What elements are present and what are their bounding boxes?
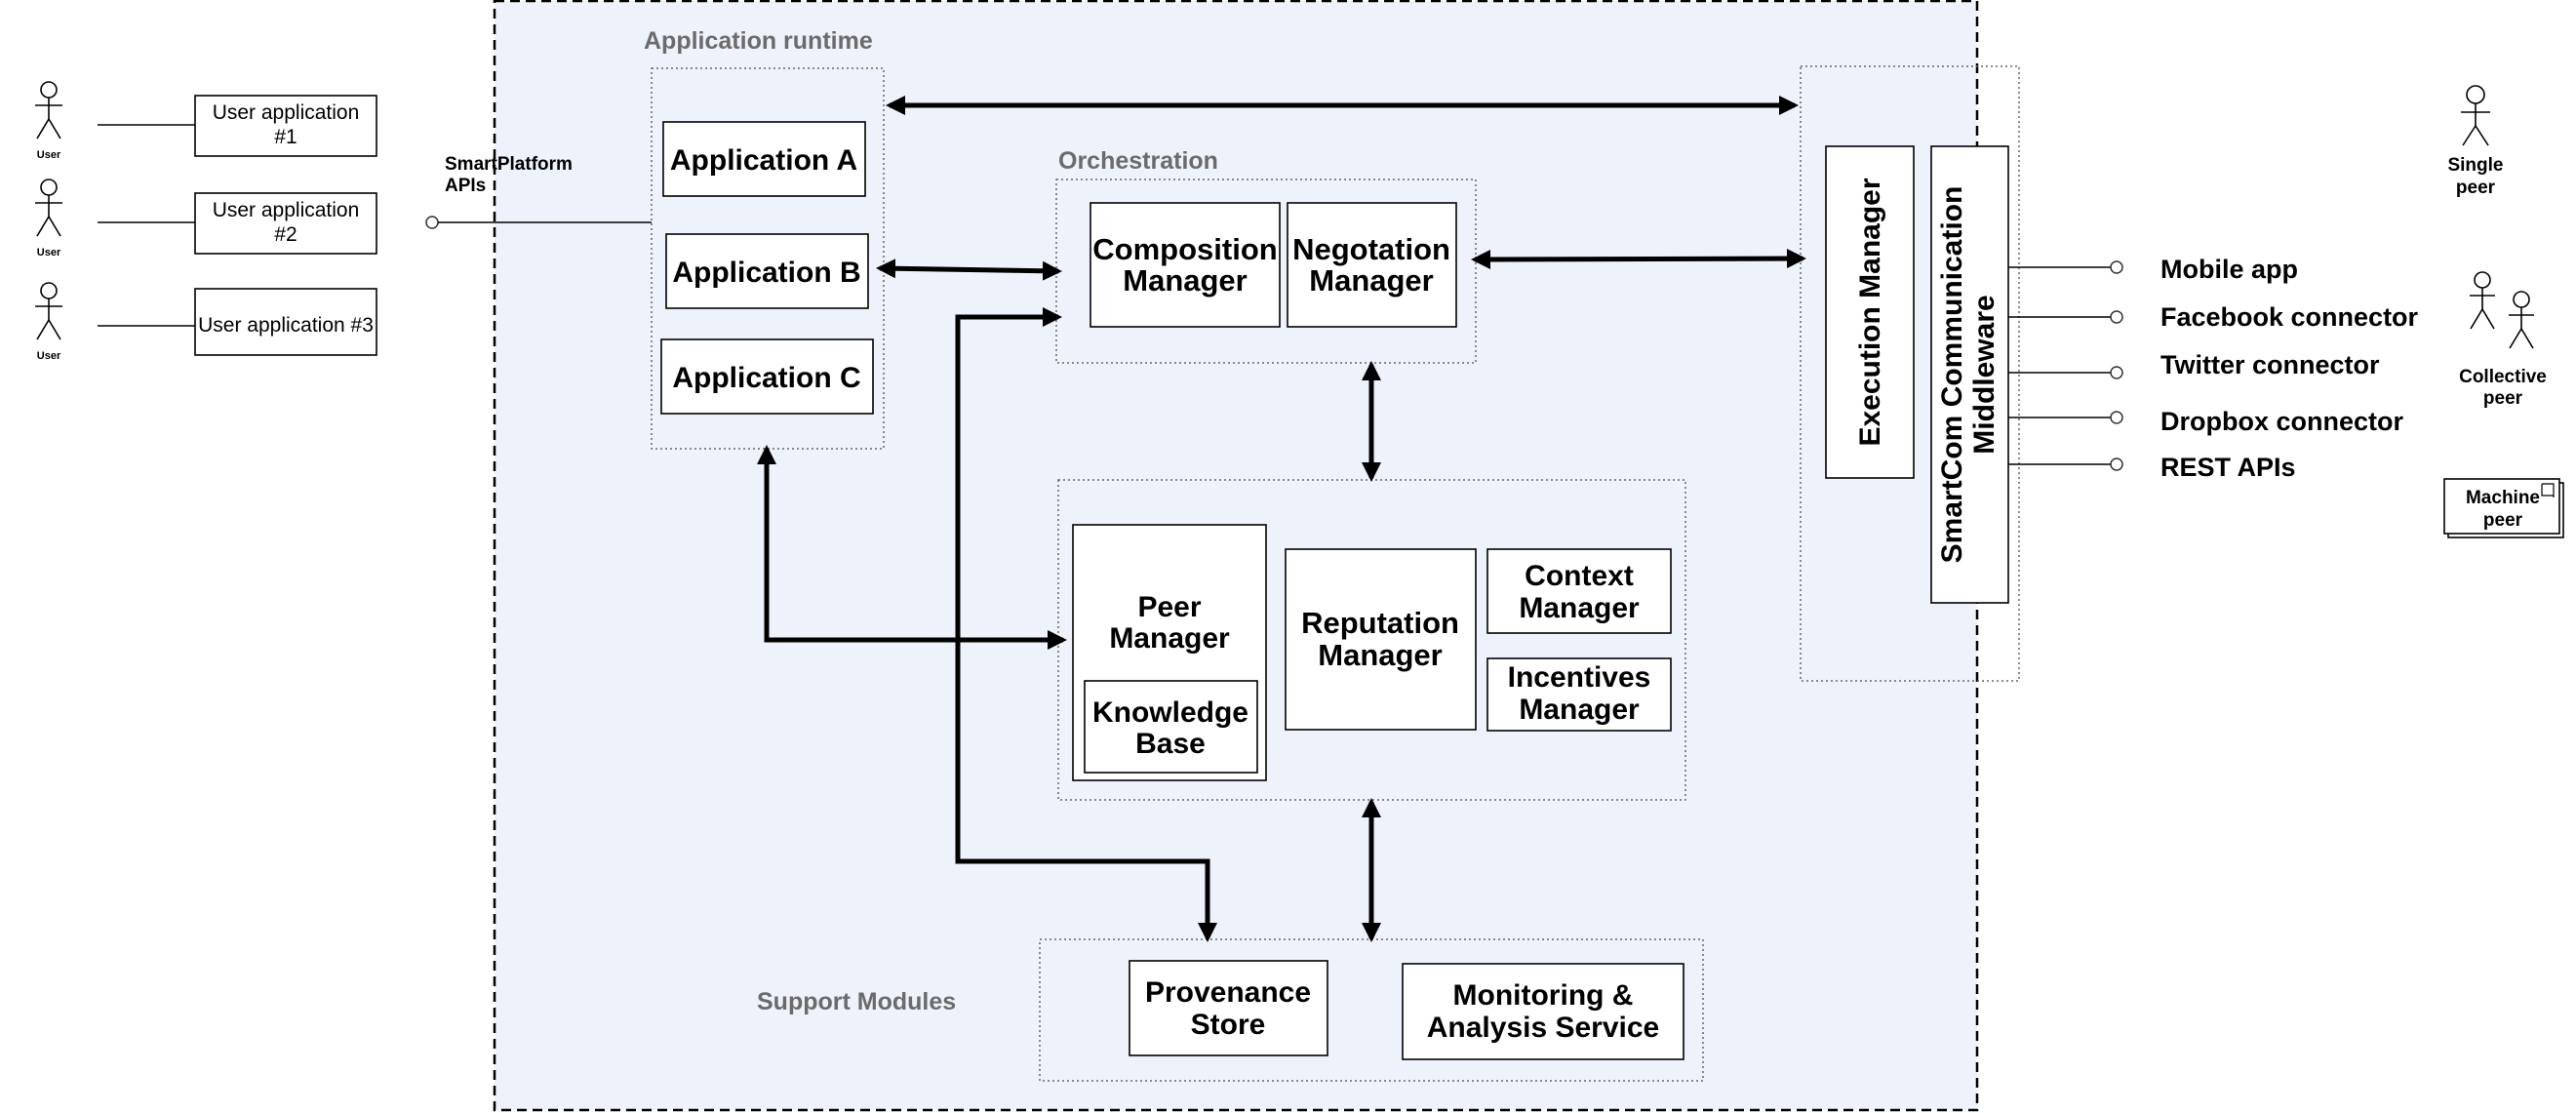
user-icon [35, 282, 62, 340]
single-peer-line1: Single [2447, 155, 2503, 176]
negotation-manager-line2: Manager [1309, 263, 1433, 298]
incentives-manager-line2: Manager [1519, 694, 1640, 726]
orchestration-title: Orchestration [1058, 147, 1218, 175]
monitoring-analysis-box [1402, 963, 1684, 1060]
api-port-icon [425, 216, 439, 229]
single-peer-line2: peer [2456, 178, 2496, 198]
port-icon [2110, 457, 2123, 471]
connector-label: REST APIs [2160, 453, 2296, 482]
monitoring-analysis-line1: Monitoring & [1453, 979, 1634, 1012]
provenance-store-box [1129, 960, 1328, 1056]
connector-rest-apis: REST APIs [2008, 453, 2296, 482]
reputation-manager-box [1285, 548, 1477, 731]
user-icon [35, 179, 62, 237]
machine-peer-line1: Machine [2466, 488, 2540, 508]
port-icon [2110, 411, 2123, 424]
provenance-store-line1: Provenance [1145, 976, 1311, 1009]
collective-peer-line1: Collective [2459, 367, 2547, 387]
middleware-group [1800, 65, 2020, 682]
arrow-runtime-peermanager [757, 445, 1067, 650]
negotation-manager-line1: Negotation [1292, 232, 1450, 266]
arrow-appb-composition [876, 258, 1062, 281]
user-application-1-line1: User application [213, 101, 360, 124]
execution-manager-box [1825, 145, 1915, 479]
application-a-label: Application A [670, 144, 857, 177]
arrow-composition-provenance [955, 307, 1217, 942]
arrow-negotation-middleware [1471, 249, 1806, 269]
port-icon [2110, 366, 2123, 379]
smartcom-middleware-line1: SmartCom Communication [1936, 186, 1968, 564]
knowledge-base-line2: Base [1135, 728, 1206, 760]
context-manager-line2: Manager [1519, 592, 1640, 624]
single-peer-icon [2461, 85, 2490, 146]
connector-facebook: Facebook connector [2008, 302, 2419, 332]
peer-manager-line2: Manager [1109, 622, 1230, 655]
incentives-manager-line1: Incentives [1508, 661, 1651, 694]
execution-manager-label: Execution Manager [1854, 178, 1886, 446]
reputation-manager-line2: Manager [1318, 638, 1442, 672]
knowledge-base-line1: Knowledge [1092, 696, 1248, 729]
connector-dropbox: Dropbox connector [2008, 407, 2404, 436]
connector-label: Mobile app [2160, 255, 2298, 284]
composition-manager-box [1090, 202, 1281, 328]
connector-label: Twitter connector [2160, 350, 2380, 379]
user-label: User [37, 247, 61, 258]
user-application-3-line1: User application #3 [198, 314, 374, 337]
application-b-label: Application B [672, 257, 860, 289]
user-row-1: User User application #1 [35, 81, 377, 161]
peer-manager-line1: Peer [1137, 591, 1201, 623]
support-modules-title: Support Modules [757, 988, 956, 1015]
user-application-3-box [194, 288, 377, 356]
port-icon [2110, 310, 2123, 324]
connector-twitter: Twitter connector [2008, 350, 2380, 379]
application-c-box [660, 338, 874, 415]
incentives-manager-box [1486, 657, 1672, 732]
application-a-box [662, 121, 866, 197]
apis-label-line2: APIs [445, 176, 486, 196]
application-b-box [665, 233, 869, 309]
apis-label-line1: SmartPlatform [445, 154, 573, 175]
user-label: User [37, 149, 61, 161]
reputation-manager-line1: Reputation [1301, 606, 1459, 640]
monitoring-analysis-line2: Analysis Service [1427, 1012, 1660, 1044]
negotation-manager-box [1287, 202, 1457, 328]
user-label: User [37, 350, 61, 362]
collective-peer-icon [2470, 271, 2534, 349]
port-icon [2110, 260, 2123, 274]
user-row-3: User User application #3 [35, 282, 377, 362]
machine-peer-icon [2443, 478, 2564, 538]
user-application-2-box [194, 192, 377, 255]
machine-peer-line2: peer [2483, 510, 2523, 531]
collective-peer-line2: peer [2483, 388, 2523, 409]
user-application-2-line1: User application [213, 199, 360, 221]
composition-manager-line2: Manager [1123, 263, 1247, 298]
user-application-1-line2: #1 [274, 126, 297, 148]
smartcom-middleware-line2: Middleware [1968, 295, 2001, 454]
smartcom-middleware-box [1930, 145, 2009, 604]
composition-manager-line1: Composition [1092, 232, 1277, 266]
user-row-2: User User application #2 [35, 179, 377, 258]
user-application-1-box [194, 95, 377, 157]
user-icon [35, 81, 62, 139]
user-application-2-line2: #2 [274, 223, 297, 246]
context-manager-line1: Context [1525, 560, 1634, 592]
connector-mobile-app: Mobile app [2008, 255, 2298, 284]
connector-label: Facebook connector [2160, 302, 2419, 332]
application-c-label: Application C [672, 362, 860, 394]
connector-label: Dropbox connector [2160, 407, 2404, 436]
application-runtime-title: Application runtime [644, 27, 873, 55]
provenance-store-line2: Store [1191, 1009, 1266, 1041]
context-manager-box [1486, 548, 1672, 634]
